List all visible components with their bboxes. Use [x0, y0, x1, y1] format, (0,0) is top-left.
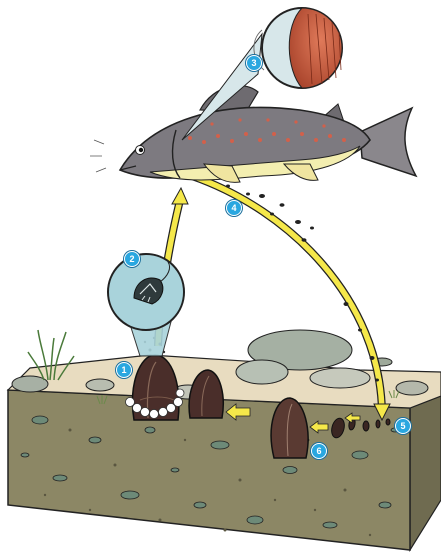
step-marker-2: 2 — [124, 251, 140, 267]
step-label-4: 4 — [231, 203, 236, 213]
step-marker-4: 4 — [226, 200, 242, 216]
step-marker-1: 1 — [116, 362, 132, 378]
fish-host — [90, 86, 416, 183]
step-label-6: 6 — [316, 446, 321, 456]
step-marker-3: 3 — [246, 55, 262, 71]
step-label-2: 2 — [129, 254, 134, 264]
step-label-1: 1 — [121, 365, 126, 375]
step-marker-5: 5 — [395, 418, 411, 434]
step-label-5: 5 — [400, 421, 405, 431]
glochidium-magnifier — [108, 254, 184, 356]
step-label-3: 3 — [251, 58, 256, 68]
step-marker-6: 6 — [311, 443, 327, 459]
